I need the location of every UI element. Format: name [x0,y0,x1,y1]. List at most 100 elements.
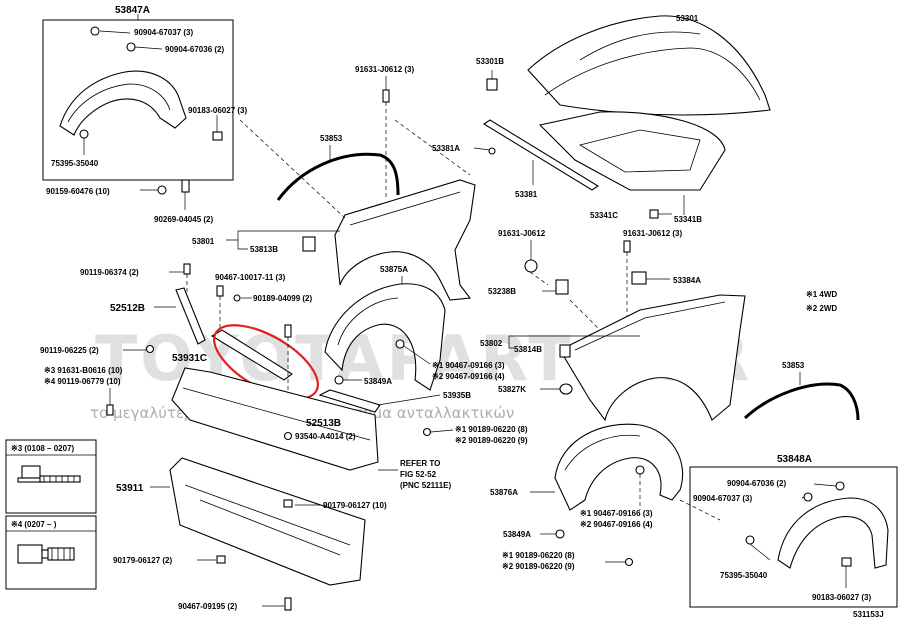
box-b-part-3: 75395-35040 [720,571,768,580]
label-90179-a: 90179-06127 (10) [323,501,387,510]
label-90189-06220-1: ※1 90189-06220 (8) [455,425,528,434]
label-90467-09166-3: ※1 90467-09166 (3) [580,509,653,518]
label-91631-b0616: ※3 91631-B0616 (10) [44,366,123,375]
fender-liner-left [324,283,446,391]
label-52512b: 52512B [110,303,145,314]
hood-seal [482,119,600,191]
nut-icon [233,294,241,302]
cushion-icon [649,209,659,219]
clip-icon [90,26,100,36]
refer-note-line-3: (PNC 52111E) [400,481,451,490]
label-91631-top: 91631-J0612 (3) [355,65,414,74]
insert-box-1-label: ※3 (0108 – 0207) [11,444,75,453]
bumper-arm-left [175,287,206,345]
bolt-icon [283,431,293,441]
label-53381a: 53381A [432,144,460,153]
hood-outer [527,15,771,116]
front-fender-right [559,294,746,422]
clip-icon [216,555,226,564]
label-90119-06779: ※4 90119-06779 (10) [44,377,121,386]
insert-box-2-label: ※4 (0207 – ) [11,520,57,529]
label-90269: 90269-04045 (2) [154,215,213,224]
bracket-icon [559,344,571,358]
label-90119-06374: 90119-06374 (2) [80,268,139,277]
clip-icon [334,375,344,385]
insert-box-2 [5,515,97,590]
screw-clip-icon [17,544,75,564]
hood-inner [538,111,726,191]
bolt-icon [106,404,114,416]
box-a-title: 53847A [115,5,150,16]
bracket-icon [524,259,538,273]
box-a-part-1: 90904-67037 (3) [134,28,193,37]
label-53876a: 53876A [490,488,518,497]
label-53814b: 53814B [514,345,542,354]
bolt-icon [145,344,155,354]
bolt-icon [382,89,390,103]
box-a-part-3: 90183-06027 (3) [188,106,247,115]
bolt-icon [284,324,292,338]
clip-icon [488,147,496,155]
clip-icon [745,535,755,545]
clip-icon [835,481,845,491]
cushion-icon [559,383,573,395]
label-53875a: 53875A [380,265,408,274]
bracket-icon [302,236,316,252]
bolt-icon [623,240,631,253]
box-a-part-2: 90904-67036 (2) [165,45,224,54]
label-91631-mid: 91631-J0612 [498,229,546,238]
clip-icon [284,597,292,611]
label-52513b: 52513B [306,418,341,429]
clip-icon [395,339,405,349]
clip-icon [555,529,565,539]
box-53848a [689,466,898,608]
fender-molding-right [743,382,860,421]
label-53849a-top: 53849A [364,377,392,386]
front-bumper-lower [169,457,366,586]
label-53935b: 53935B [443,391,471,400]
label-53801: 53801 [192,237,215,246]
label-53802: 53802 [480,339,503,348]
label-93540: 93540-A4014 (2) [295,432,356,441]
label-91631-right: 91631-J0612 (3) [623,229,682,238]
insert-box-1 [5,439,97,514]
bumper-reinforcement [210,329,293,381]
label-53853-left: 53853 [320,134,343,143]
legend-2wd: ※2 2WD [806,304,837,313]
front-fender-left [334,179,476,301]
label-90189-04099: 90189-04099 (2) [253,294,312,303]
refer-note-line-2: FIG 52-52 [400,470,437,479]
clip-icon [126,42,136,52]
label-53827k: 53827K [498,385,526,394]
label-53341c: 53341C [590,211,618,220]
label-90189-06220-3: ※1 90189-06220 (8) [502,551,575,560]
label-90179-b: 90179-06127 (2) [113,556,172,565]
bolt-icon [181,179,190,193]
fender-molding-left [276,152,400,201]
fender-liner-right [554,423,684,511]
bolt-flange-icon [17,465,81,483]
label-53931c: 53931C [172,353,207,364]
label-53849a-bottom: 53849A [503,530,531,539]
box-b-part-4: 90183-06027 (3) [812,593,871,602]
bracket-icon [631,271,647,285]
clip-icon [803,492,813,502]
front-bumper-cover [171,367,379,471]
legend-4wd: ※1 4WD [806,290,837,299]
box-a-part-4: 75395-35040 [51,159,99,168]
label-90119-06225: 90119-06225 (2) [40,346,99,355]
label-53813b: 53813B [250,245,278,254]
refer-note-line-1: REFER TO [400,459,440,468]
bracket-icon [555,279,569,295]
cushion-icon [486,78,498,91]
box-b-part-1: 90904-67036 (2) [727,479,786,488]
clip-icon [79,129,89,139]
fender-flare-right [777,497,889,569]
doc-number: 531153J [853,610,884,619]
clip-icon [635,465,645,475]
bolt-icon [157,185,167,195]
label-53301: 53301 [676,14,699,23]
label-90467-09166-1: ※1 90467-09166 (3) [432,361,505,370]
label-90189-06220-2: ※2 90189-06220 (9) [455,436,528,445]
